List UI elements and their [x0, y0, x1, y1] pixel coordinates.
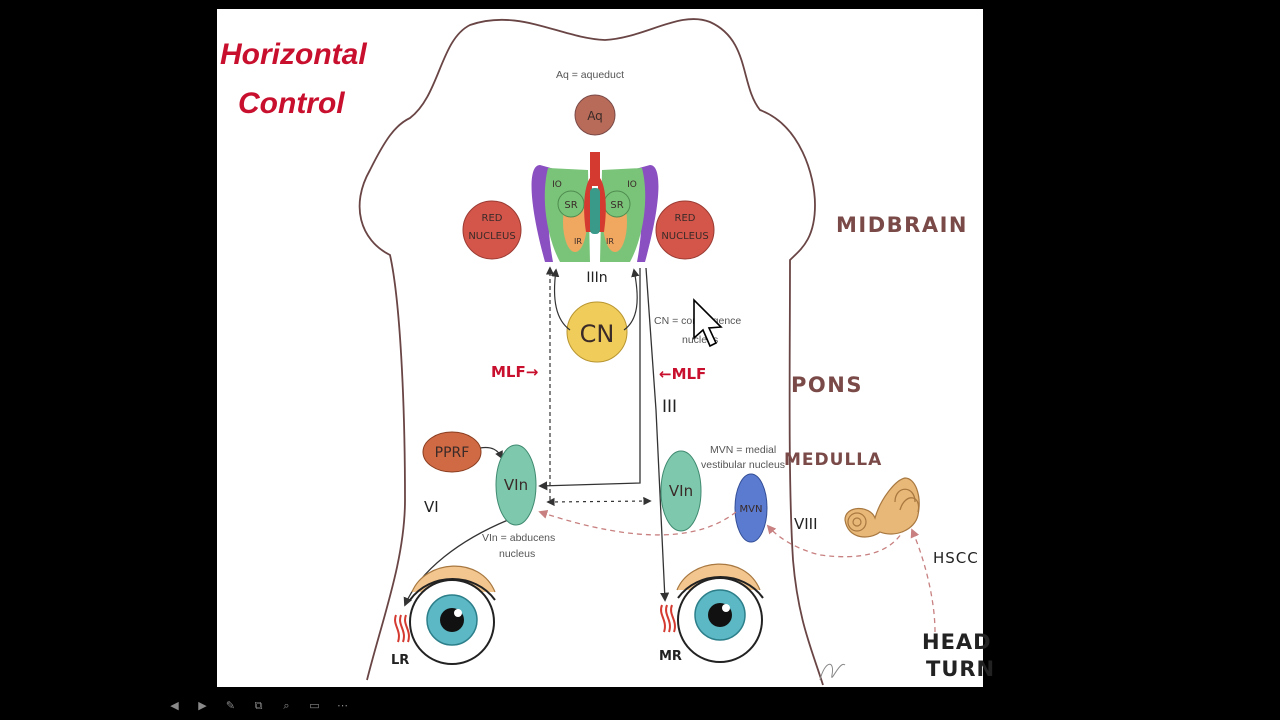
red-nucleus-right-line1: RED — [675, 213, 696, 224]
red-nucleus-left-line2: NUCLEUS — [468, 231, 515, 242]
abducens-nucleus-left-label: VIn — [504, 476, 528, 494]
aqueduct-circle — [574, 94, 616, 136]
more-icon[interactable]: ⋯ — [337, 698, 348, 712]
abducens-nucleus-right — [660, 450, 702, 532]
presentation-toolbar: ◀ ▶ ✎ ⧉ ⌕ ▭ ⋯ — [166, 696, 351, 714]
note-mvn-line1: MVN = medial — [710, 444, 776, 456]
io-left-label: IO — [552, 180, 562, 190]
red-nucleus-right-line2: NUCLEUS — [661, 231, 708, 242]
vin-commissural-path — [546, 496, 652, 507]
lateral-rectus-muscle — [394, 614, 410, 643]
convergence-nucleus — [566, 301, 628, 363]
sr-left-label: SR — [564, 200, 577, 211]
ear-to-mvn-path — [766, 524, 906, 558]
region-pons: PONS — [791, 373, 863, 397]
note-vin-line2: nucleus — [499, 548, 535, 560]
left-eye-icon — [409, 565, 496, 665]
red-nucleus-left-line1: RED — [482, 213, 503, 224]
aqueduct-label: Aq — [587, 109, 603, 123]
hscc-label: HSCC — [933, 549, 979, 567]
iiin-label: IIIn — [586, 270, 607, 286]
cn-to-iiin-left — [550, 268, 571, 331]
prev-icon[interactable]: ◀ — [170, 698, 179, 712]
nerve-viii-label: VIII — [794, 515, 818, 533]
pprf-nucleus — [422, 431, 482, 473]
note-vin-line1: VIn = abducens — [482, 532, 555, 544]
head-turn-line2: TURN — [926, 657, 995, 681]
pprf-to-vin-path — [479, 446, 503, 460]
mlf-left-label: MLF→ — [491, 363, 538, 381]
convergence-nucleus-label: CN — [580, 320, 615, 348]
zoom-icon[interactable]: ⌕ — [283, 698, 290, 712]
region-midbrain: MIDBRAIN — [836, 213, 968, 237]
caption-icon[interactable]: ▭ — [309, 698, 320, 712]
abducens-nerve-path — [403, 519, 509, 607]
pprf-label: PPRF — [435, 445, 470, 461]
note-mvn-line2: vestibular nucleus — [701, 459, 785, 471]
slide-title-line2: Control — [238, 87, 345, 120]
artist-signature — [819, 663, 846, 681]
nerve-vi-label: VI — [424, 498, 439, 516]
mvn-nucleus — [734, 473, 768, 543]
red-nucleus-right — [655, 200, 715, 260]
head-turn-line1: HEAD — [922, 630, 992, 654]
region-medulla: MEDULLA — [784, 450, 882, 470]
head-turn-to-ear-path — [910, 528, 936, 633]
mr-label: MR — [659, 649, 682, 664]
io-right-label: IO — [627, 180, 637, 190]
brainstem-outline — [358, 18, 824, 686]
mlf-solid-path — [538, 268, 641, 491]
copy-icon[interactable]: ⧉ — [254, 698, 263, 712]
mouse-cursor-icon — [693, 298, 723, 348]
slide-title-line1: Horizontal — [220, 38, 367, 71]
abducens-nucleus-left — [495, 444, 537, 526]
pen-icon[interactable]: ✎ — [225, 698, 236, 712]
mlf-right-label: ←MLF — [659, 365, 706, 383]
oculomotor-nerve-path — [645, 267, 670, 602]
mvn-label: MVN — [740, 504, 763, 515]
lr-label: LR — [391, 653, 409, 668]
medial-rectus-muscle — [660, 604, 676, 633]
sr-right-label: SR — [610, 200, 623, 211]
note-aqueduct: Aq = aqueduct — [556, 69, 624, 81]
red-nucleus-left — [462, 200, 522, 260]
cn-to-iiin-right — [623, 268, 640, 331]
ir-left-label: IR — [574, 237, 582, 246]
oculomotor-complex — [531, 152, 659, 262]
mvn-to-vin-path — [538, 509, 737, 536]
ir-right-label: IR — [606, 237, 614, 246]
abducens-nucleus-right-label: VIn — [669, 482, 693, 500]
inner-ear-icon — [844, 477, 920, 538]
right-eye-icon — [676, 563, 764, 663]
next-icon[interactable]: ▶ — [198, 698, 207, 712]
nerve-iii-label: III — [662, 397, 677, 417]
